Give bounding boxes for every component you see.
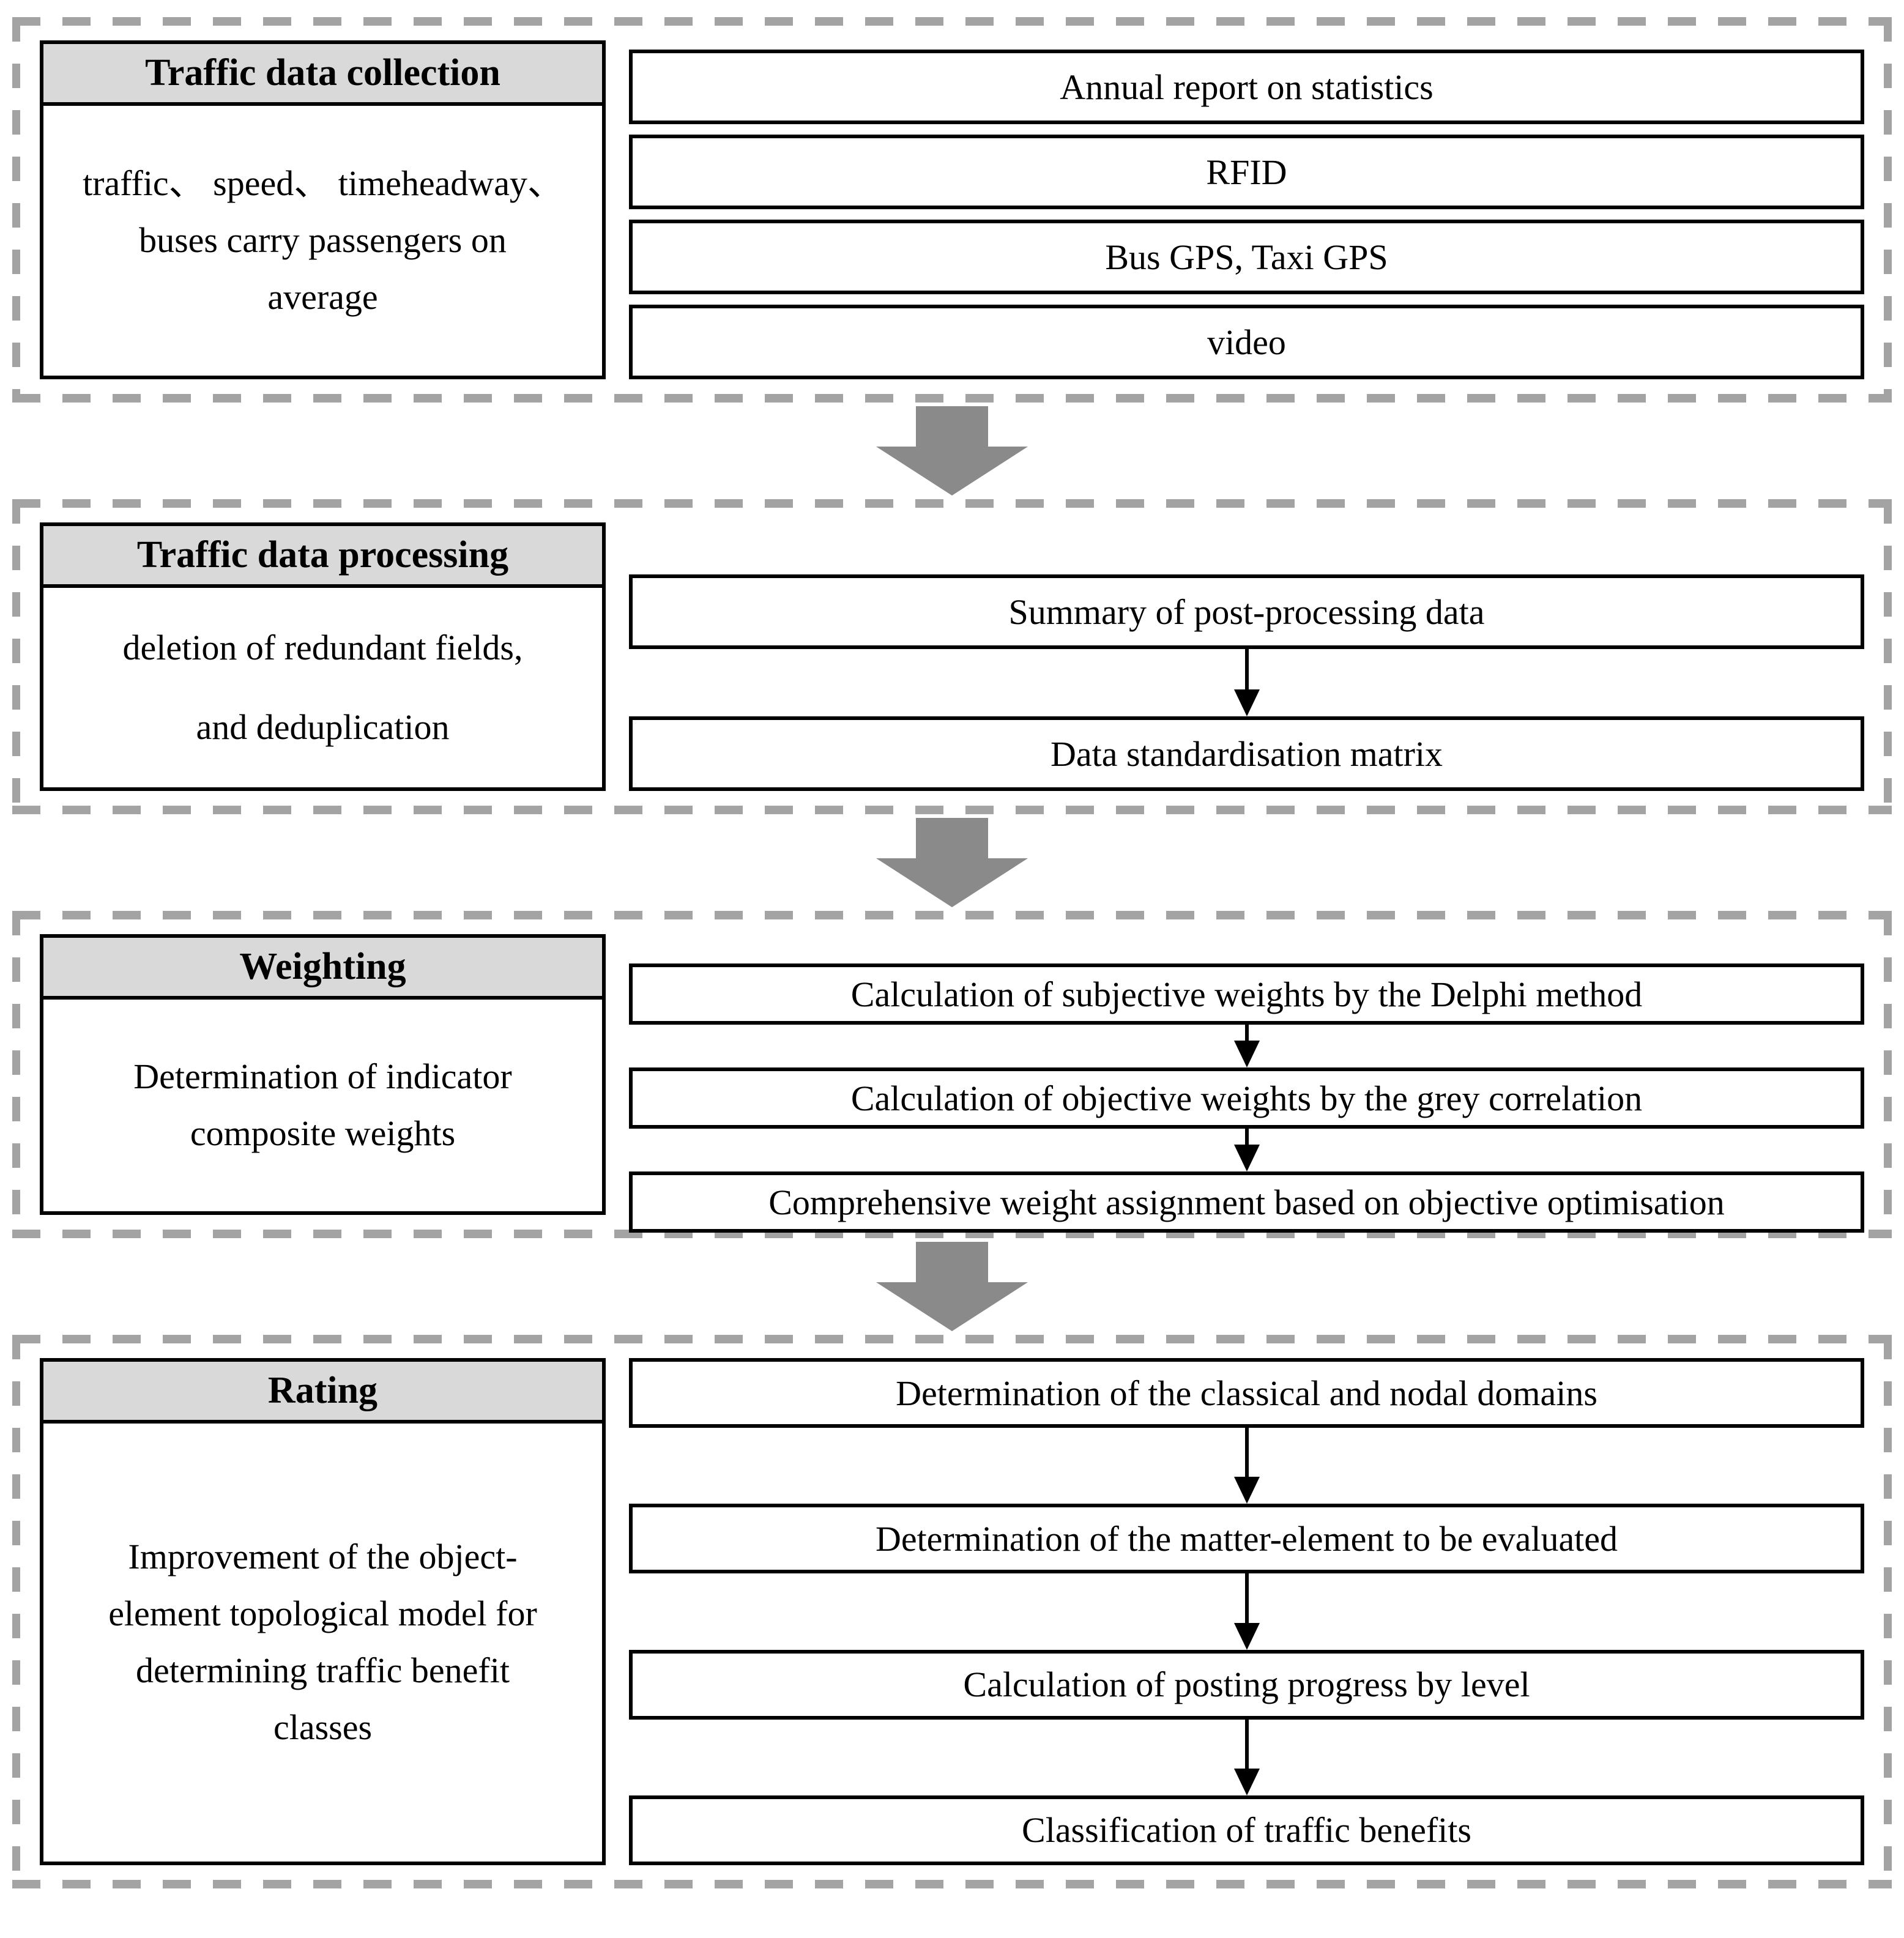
step-arrow-head (1233, 689, 1260, 716)
step-arrow-head (1233, 1145, 1260, 1171)
step-summary-of-post-processing-data: Summary of post-processing data (629, 574, 1864, 649)
step-determination-of-the-classical-and-nodal-domains: Determination of the classical and nodal… (629, 1358, 1864, 1428)
step-arrow-line (1244, 1428, 1249, 1477)
phase-description: traffic、 speed、 timeheadway、 buses carry… (83, 163, 563, 317)
phase-arrow-head (876, 1282, 1028, 1331)
step-arrow-line (1244, 1129, 1249, 1145)
step-calculation-of-objective-weights-by-the-grey-correlation: Calculation of objective weights by the … (629, 1067, 1864, 1129)
step-comprehensive-weight-assignment-based-on-objective-optimisation: Comprehensive weight assignment based on… (629, 1171, 1864, 1233)
step-arrow-down-icon (629, 1129, 1864, 1171)
step-classification-of-traffic-benefits: Classification of traffic benefits (629, 1795, 1864, 1865)
step-arrow-down-icon (629, 1428, 1864, 1504)
phase-arrow-down-icon (876, 1238, 1028, 1335)
step-determination-of-the-matter-element-to-be-evaluated: Determination of the matter-element to b… (629, 1504, 1864, 1574)
phase-steps-column: Summary of post-processing data Data sta… (629, 522, 1864, 791)
step-calculation-of-posting-progress-by-level: Calculation of posting progress by level (629, 1649, 1864, 1720)
phase-summary-box: Rating Improvement of the object- elemen… (40, 1358, 606, 1865)
phase-arrow-head (876, 858, 1028, 907)
step-rfid: RFID (629, 135, 1864, 209)
step-annual-report-on-statistics: Annual report on statistics (629, 50, 1864, 124)
step-arrow-head (1233, 1622, 1260, 1650)
phase-arrow-stem (916, 1242, 988, 1282)
phase-arrow-down-icon (876, 403, 1028, 499)
step-arrow-head (1233, 1041, 1260, 1067)
phase-weighting: Weighting Determination of indicator com… (12, 911, 1892, 1238)
step-data-standardisation-matrix: Data standardisation matrix (629, 716, 1864, 791)
step-arrow-head (1233, 1768, 1260, 1795)
step-arrow-down-icon (629, 1025, 1864, 1067)
step-arrow-line (1244, 1025, 1249, 1041)
phase-traffic-data-collection: Traffic data collection traffic、 speed、 … (12, 17, 1892, 403)
phase-steps-column: Determination of the classical and nodal… (629, 1358, 1864, 1865)
phase-title: Rating (43, 1362, 602, 1424)
phase-title: Traffic data collection (43, 44, 602, 106)
step-arrow-down-icon (629, 649, 1864, 716)
phase-arrow-down-icon (876, 814, 1028, 911)
step-arrow-down-icon (629, 1719, 1864, 1795)
phase-traffic-data-processing: Traffic data processing deletion of redu… (12, 499, 1892, 814)
step-bus-gps-taxi-gps: Bus GPS, Taxi GPS (629, 220, 1864, 294)
step-arrow-line (1244, 1719, 1249, 1769)
phase-title: Traffic data processing (43, 526, 602, 588)
step-arrow-line (1244, 1573, 1249, 1623)
phase-arrow-stem (916, 406, 988, 447)
phase-arrow-stem (916, 818, 988, 858)
phase-rating: Rating Improvement of the object- elemen… (12, 1335, 1892, 1888)
step-arrow-head (1233, 1477, 1260, 1504)
phase-title: Weighting (43, 938, 602, 1000)
phase-description: deletion of redundant fields, and dedupl… (122, 627, 523, 748)
step-arrow-down-icon (629, 1573, 1864, 1650)
phase-steps-column: Calculation of subjective weights by the… (629, 934, 1864, 1233)
phase-summary-box: Traffic data processing deletion of redu… (40, 522, 606, 791)
step-arrow-line (1244, 649, 1249, 689)
traffic-benefit-flow-diagram: Traffic data collection traffic、 speed、 … (12, 17, 1892, 1888)
step-video: video (629, 305, 1864, 379)
phase-summary-box: Traffic data collection traffic、 speed、 … (40, 40, 606, 379)
phase-description: Improvement of the object- element topol… (108, 1537, 537, 1747)
phase-arrow-head (876, 447, 1028, 496)
step-calculation-of-subjective-weights-by-the-delphi-method: Calculation of subjective weights by the… (629, 963, 1864, 1025)
phase-summary-box: Weighting Determination of indicator com… (40, 934, 606, 1215)
phase-description: Determination of indicator composite wei… (133, 1056, 512, 1153)
